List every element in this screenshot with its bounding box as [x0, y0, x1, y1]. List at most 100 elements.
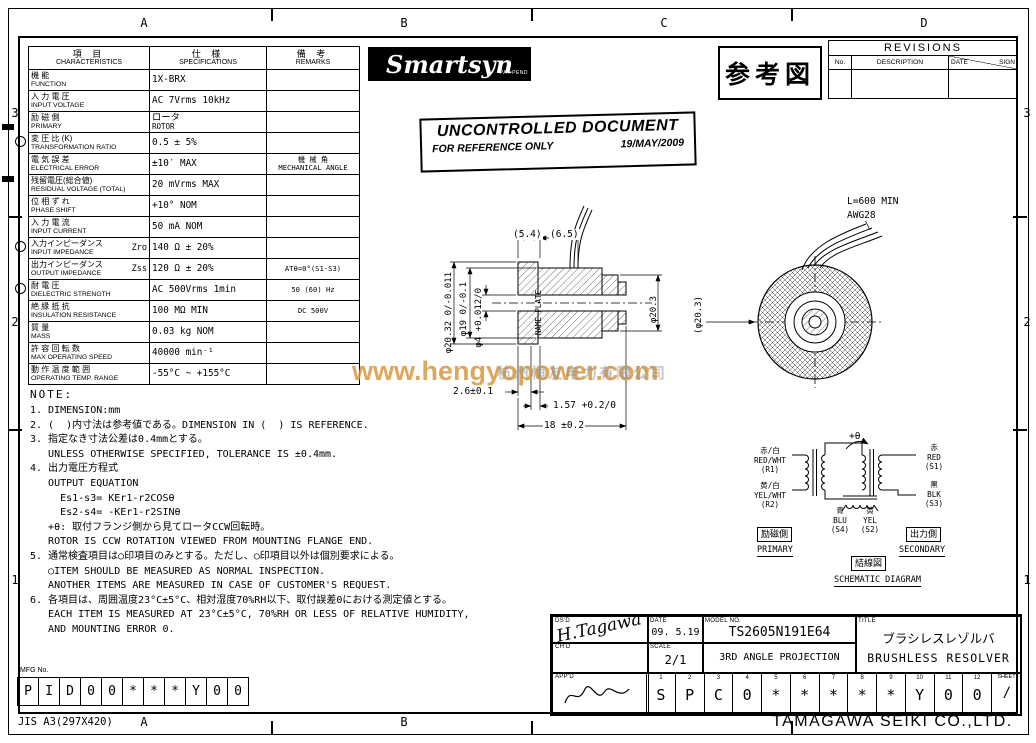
grid-letter-top: B [400, 16, 408, 30]
spec-row: 入 力 電 流 INPUT CURRENT 50 mA NOM [28, 216, 360, 238]
revisions-empty-row [829, 70, 1017, 98]
logo-text: Smartsyn [386, 49, 513, 79]
schematic-diagram [792, 437, 916, 512]
spec-header-remarks: 備 考 REMARKS [266, 46, 360, 70]
secondary-side-label-en: SECONDARY [899, 545, 946, 557]
grid-letter-top: C [660, 16, 668, 30]
spec-value-cell: +10° NOM [149, 195, 267, 217]
note-line: OUTPUT EQUATION [30, 477, 139, 489]
spec-row: 励 磁 側 PRIMARY ロータ ROTOR [28, 111, 360, 133]
spec-row: 入力インピーダンス INPUT IMPEDANCE Zro 140 Ω ± 20… [28, 237, 360, 259]
dsd-cell: DS'D [552, 616, 649, 644]
note-line: ○ITEM SHOULD BE MEASURED AS NORMAL INSPE… [30, 565, 326, 577]
spec-remark-cell [266, 174, 360, 196]
registration-mark [2, 124, 14, 130]
name-plate-label: NAME PLATE [534, 290, 543, 336]
spec-remark-cell [266, 69, 360, 91]
part-number-cell: 7* [818, 672, 849, 714]
revisions-col-description: DESCRIPTION [852, 56, 949, 69]
inner-frame [18, 36, 1018, 714]
revisions-col-no: No. [829, 56, 852, 69]
revisions-table: REVISIONS No. DESCRIPTION DATE SIGN [828, 40, 1018, 99]
spec-remark-cell: ATθ=0°(S1-S3) [266, 258, 360, 280]
registration-mark [2, 176, 14, 182]
spec-row: 動 作 温 度 範 囲 OPERATING TEMP. RANGE -55°C … [28, 363, 360, 385]
spec-value-cell: AC 500Vrms 1min [149, 279, 267, 301]
drawing-title-en: BRUSHLESS RESOLVER [867, 651, 1010, 665]
spec-value-cell: 140 Ω ± 20% [149, 237, 267, 259]
dim-2-6: 2.6±0.1 [452, 386, 495, 397]
spec-row: 許 容 回 転 数 MAX OPERATING SPEED 40000 min⁻… [28, 342, 360, 364]
spec-row: 質 量 MASS 0.03 kg NOM [28, 321, 360, 343]
spec-remark-cell [266, 363, 360, 385]
sheet-value: / [1004, 685, 1009, 702]
note-line: AND MOUNTING ERROR 0. [30, 623, 175, 635]
spec-header-row: 項 目 CHARACTERISTICS 仕 様 SPECIFICATIONS 備… [28, 46, 360, 70]
spec-value-cell: 20 mVrms MAX [149, 174, 267, 196]
sheet-cell: SHEET / [991, 672, 1022, 716]
dim-dia-20-3: φ20.3 [649, 296, 659, 324]
title-block: DS'D CH'D APP'D DATE 09. 5.19 MODEL NO. … [550, 614, 1022, 716]
grid-number-left: 2 [11, 315, 19, 329]
paper-format-note: JIS A3(297X420) [18, 716, 113, 728]
mfg-no-label: MFG No. [20, 667, 49, 674]
spec-row: 耐 電 圧 DIELECTRIC STRENGTH AC 500Vrms 1mi… [28, 279, 360, 301]
spec-remark-cell [266, 216, 360, 238]
note-line: Es2-s4= -KEr1-r2SINθ [30, 507, 181, 519]
spec-table: 項 目 CHARACTERISTICS 仕 様 SPECIFICATIONS 備… [28, 46, 360, 385]
appd-cell: APP'D [552, 672, 649, 716]
spec-remark-cell: DC 500V [266, 300, 360, 322]
spec-value-cell: 1X-BRX [149, 69, 267, 91]
spec-characteristic-cell: 出力インピーダンス OUTPUT IMPEDANCE Zss [28, 258, 150, 280]
border-tick [791, 721, 793, 734]
note-line: +θ: 取付フランジ側から見てロータCCW回転時。 [30, 521, 271, 533]
chd-cell: CH'D [552, 642, 649, 674]
smartsyn-logo: Smartsyn PAT PEND [368, 47, 531, 81]
grid-letter-top: D [920, 16, 928, 30]
spec-row: 機 能 FUNCTION 1X-BRX [28, 69, 360, 91]
spec-characteristic-cell: 位 相 ず れ PHASE SHIFT [28, 195, 150, 217]
mfg-no-cell: Y [185, 677, 207, 706]
logo-patpend: PAT PEND [499, 70, 528, 76]
front-view [748, 217, 883, 388]
mfg-no-cell: I [38, 677, 60, 706]
spec-remark-cell [266, 342, 360, 364]
spec-remark-cell [266, 132, 360, 154]
watermark-url: www.hengyopower.com [352, 356, 659, 386]
mfg-no-cell: 0 [227, 677, 249, 706]
impedance-symbol: Zss [131, 264, 147, 274]
border-tick [8, 429, 22, 431]
primary-side-label-en: PRIMARY [757, 545, 793, 557]
notes-heading: NOTE: [30, 388, 74, 401]
spec-characteristic-cell: 絶 縁 抵 抗 INSULATION RESISTANCE [28, 300, 150, 322]
grid-letter-top: A [140, 16, 148, 30]
note-line: Es1-s3= KEr1-r2COSθ [30, 492, 175, 504]
border-tick [1013, 216, 1027, 218]
spec-characteristic-cell: 質 量 MASS [28, 321, 150, 343]
impedance-symbol: Zro [131, 243, 147, 253]
lead-awg-label: AWG28 [846, 210, 877, 221]
part-number-cell: 8* [847, 672, 877, 714]
spec-row: 絶 縁 抵 抗 INSULATION RESISTANCE 100 MΩ MIN… [28, 300, 360, 322]
resolver-dimension-drawing [450, 205, 883, 430]
grid-number-left: 1 [11, 573, 19, 587]
spec-characteristic-cell: 入力インピーダンス INPUT IMPEDANCE Zro [28, 237, 150, 259]
date-value: 09. 5.19 [651, 627, 700, 638]
spec-value-cell: -55°C ~ +155°C [149, 363, 267, 385]
revisions-header-row: No. DESCRIPTION DATE SIGN [829, 56, 1017, 70]
appd-signature [564, 686, 630, 704]
model-number: TS2605N191E64 [728, 625, 831, 640]
inspection-circle [15, 241, 26, 252]
stamp-date: 19/MAY/2009 [620, 136, 685, 151]
spec-value-cell: 40000 min⁻¹ [149, 342, 267, 364]
dim-dia-20-32: φ20.32 0/-0.011 [444, 272, 454, 354]
grid-number-right: 2 [1023, 315, 1031, 329]
grid-letter-bottom: A [140, 715, 148, 729]
spec-characteristic-cell: 電 気 誤 差 ELECTRICAL ERROR [28, 153, 150, 175]
model-cell: MODEL NO. TS2605N191E64 [702, 616, 857, 644]
